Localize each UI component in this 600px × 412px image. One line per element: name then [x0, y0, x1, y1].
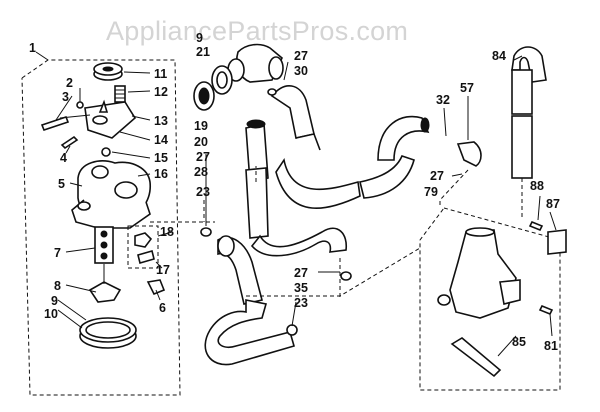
callout-28: 28 [194, 165, 208, 179]
drain-hose-s [275, 157, 361, 209]
callout-21: 21 [196, 45, 210, 59]
callout-14: 14 [154, 133, 168, 147]
callout-27-c: 27 [294, 266, 308, 280]
callout-2: 2 [66, 76, 73, 90]
callout-8: 8 [54, 279, 61, 293]
callout-3: 3 [62, 90, 69, 104]
filter-tube [245, 119, 269, 183]
hose-32 [377, 115, 430, 161]
callout-30: 30 [294, 64, 308, 78]
callout-10: 10 [44, 307, 58, 321]
elbow-hose [217, 235, 263, 305]
callout-20: 20 [194, 135, 208, 149]
transmission [437, 227, 521, 378]
seal-stack [94, 226, 114, 264]
callout-labels: 1 2 3 4 5 6 7 8 9 10 11 12 13 14 15 16 1… [29, 31, 560, 353]
clip [146, 279, 166, 296]
pump-assembly-outline [21, 59, 181, 396]
callout-16: 16 [154, 167, 168, 181]
callout-18: 18 [160, 225, 174, 239]
valve-parts-outline [127, 225, 159, 269]
hose-curve-right [359, 155, 415, 199]
callout-88: 88 [530, 179, 544, 193]
callout-9-top: 9 [196, 31, 203, 45]
callout-87: 87 [546, 197, 560, 211]
pump-housing-ring [79, 317, 137, 349]
callout-23-a: 23 [196, 185, 210, 199]
standpipe-84 [511, 46, 547, 179]
callout-12: 12 [154, 85, 168, 99]
bottom-hose [204, 299, 295, 366]
connection-dash-lines [203, 166, 523, 300]
callout-81: 81 [544, 339, 558, 353]
nut [101, 147, 111, 157]
callout-35: 35 [294, 281, 308, 295]
callout-27-b: 27 [294, 49, 308, 63]
seal-rings [193, 65, 233, 111]
callout-17: 17 [156, 263, 170, 277]
callout-1: 1 [29, 41, 36, 55]
callout-23-b: 23 [294, 296, 308, 310]
watermark-text: AppliancePartsPros.com [106, 16, 408, 46]
callout-85: 85 [512, 335, 526, 349]
bracket-87 [547, 229, 567, 255]
callout-32: 32 [436, 93, 450, 107]
callout-27-a: 27 [196, 150, 210, 164]
lower-hose [245, 167, 347, 257]
callout-4: 4 [60, 151, 67, 165]
callout-9: 9 [51, 294, 58, 308]
callout-57: 57 [460, 81, 474, 95]
screw [60, 135, 79, 150]
callout-13: 13 [154, 114, 168, 128]
callout-79: 79 [424, 185, 438, 199]
small-elbow-57 [456, 141, 482, 167]
hose-30 [270, 85, 321, 151]
callout-11: 11 [154, 67, 167, 81]
callout-5: 5 [58, 177, 65, 191]
callout-84: 84 [492, 49, 506, 63]
screw-88 [528, 220, 544, 232]
pump-body [71, 160, 151, 229]
callout-27-d: 27 [430, 169, 444, 183]
leader-lines [35, 51, 557, 357]
callout-19: 19 [194, 119, 208, 133]
spring [114, 85, 126, 103]
hose-clamps [200, 88, 352, 336]
adjust-lever [40, 101, 84, 131]
drive-assembly-outline [419, 207, 561, 391]
bolt-81 [538, 304, 554, 316]
callout-6: 6 [159, 301, 166, 315]
callout-15: 15 [154, 151, 168, 165]
elbow-fitting [227, 43, 284, 83]
callout-7: 7 [54, 246, 61, 260]
pulley [93, 62, 123, 81]
impeller [88, 264, 122, 303]
